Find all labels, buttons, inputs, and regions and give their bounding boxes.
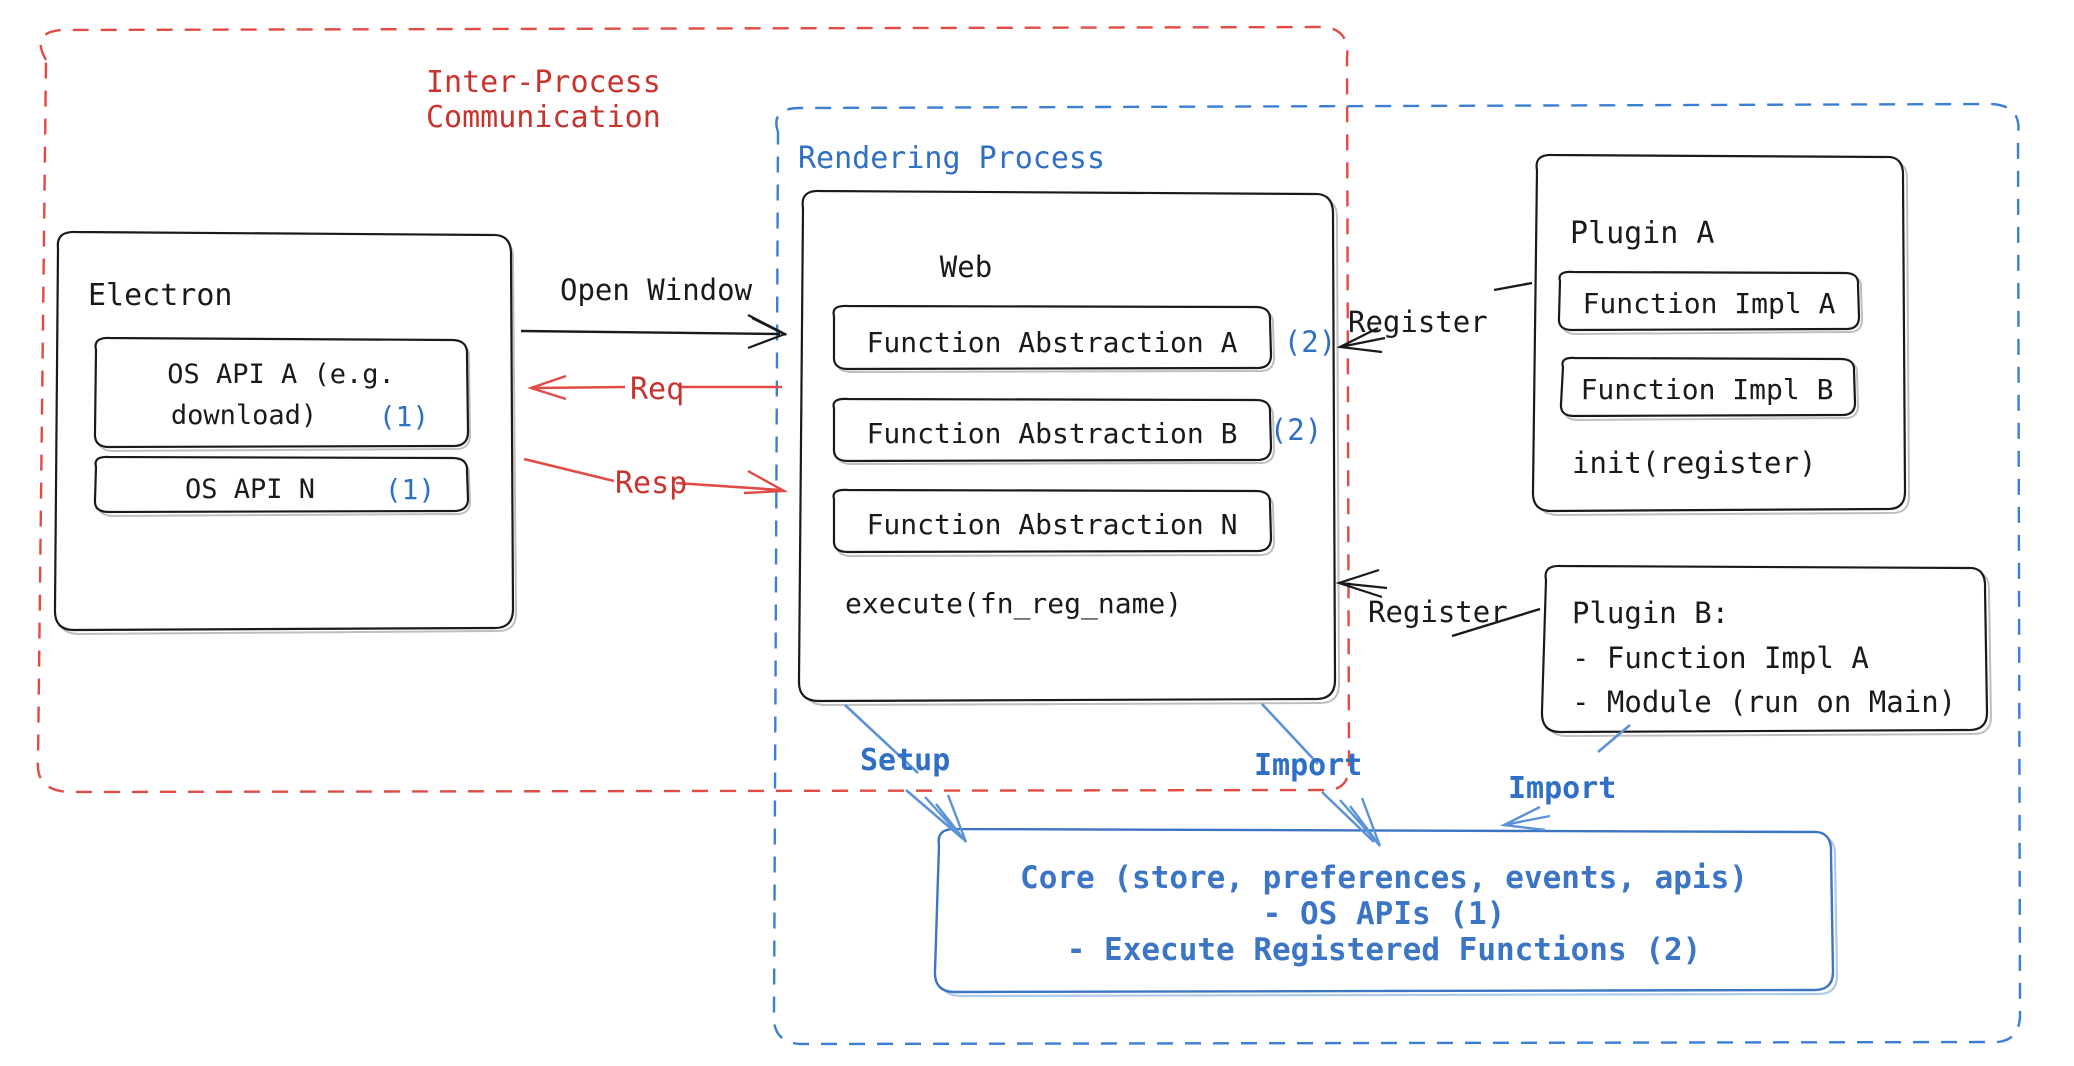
open-window-line <box>520 329 781 336</box>
fn-abs-a-outline <box>832 304 1273 371</box>
plugin-b-outline <box>1540 564 1989 734</box>
setup-arrowhead <box>924 794 968 843</box>
electron-title: Electron <box>88 278 233 313</box>
open-window-arrowhead <box>747 314 788 350</box>
os-api-n-box[interactable]: OS API N (1) <box>93 455 472 518</box>
fn-abs-a-marker: (2) <box>1284 325 1336 359</box>
core-line3: - Execute Registered Functions (2) <box>1067 932 1702 968</box>
core-line1: Core (store, preferences, events, apis) <box>1020 860 1748 896</box>
setup-line-upper <box>844 704 919 774</box>
register-a-label: Register <box>1348 305 1488 339</box>
plugin-b-title: Plugin B: <box>1572 596 1729 630</box>
register-a-arrowhead <box>1336 327 1386 354</box>
web-title: Web <box>940 250 992 284</box>
os-api-n-outline <box>93 455 470 514</box>
os-api-a-marker: (1) <box>379 400 430 433</box>
fn-abs-b-label: Function Abstraction B <box>867 417 1238 450</box>
plugin-a-init-label: init(register) <box>1572 446 1816 480</box>
open-window-label: Open Window <box>560 273 753 307</box>
fn-impl-a-outline <box>1557 270 1861 332</box>
ipc-label-line1: Inter-Process <box>426 65 661 100</box>
arrow-req: Req <box>527 372 782 407</box>
fn-abs-n-outline <box>832 488 1273 554</box>
plugin-a-title: Plugin A <box>1570 216 1715 251</box>
function-abstraction-a-box[interactable]: Function Abstraction A (2) <box>832 304 1337 374</box>
fn-impl-b-label: Function Impl B <box>1581 373 1834 406</box>
plugin-a-box[interactable]: Plugin A Function Impl A Function Impl B… <box>1531 153 1911 517</box>
req-line-left <box>534 385 626 390</box>
function-impl-a-box[interactable]: Function Impl A <box>1557 270 1864 336</box>
fn-impl-b-outline <box>1559 356 1857 418</box>
web-execute-label: execute(fn_reg_name) <box>845 587 1182 621</box>
resp-line-left <box>523 457 615 483</box>
import-web-line-upper <box>1261 703 1319 765</box>
function-impl-b-box[interactable]: Function Impl B <box>1559 356 1860 422</box>
arrow-resp: Resp <box>523 457 789 501</box>
fn-abs-b-marker: (2) <box>1270 413 1322 447</box>
import-plugin-line <box>1597 724 1631 753</box>
arrow-setup: Setup <box>844 704 968 843</box>
os-api-a-box[interactable]: OS API A (e.g. download) (1) <box>93 336 472 453</box>
core-line2: - OS APIs (1) <box>1263 896 1506 932</box>
resp-line-right <box>675 481 781 492</box>
function-abstraction-b-box[interactable]: Function Abstraction B (2) <box>832 397 1323 466</box>
import-web-label: Import <box>1254 748 1362 783</box>
fn-impl-a-label: Function Impl A <box>1583 287 1836 320</box>
ipc-label-line2: Communication <box>426 100 661 135</box>
resp-arrowhead <box>743 469 789 495</box>
rendering-process-label: Rendering Process <box>798 141 1105 176</box>
web-box[interactable]: Web Function Abstraction A (2) Function … <box>797 189 1341 707</box>
register-a-line <box>1493 281 1533 292</box>
electron-box[interactable]: Electron OS API A (e.g. download) (1) OS… <box>53 230 518 636</box>
plugin-b-item-1: - Module (run on Main) <box>1572 685 1956 719</box>
os-api-n-label: OS API N <box>185 474 315 505</box>
import-web-line-lower <box>1321 791 1375 843</box>
register-b-line <box>1451 607 1541 638</box>
os-api-a-outline <box>93 336 470 449</box>
register-b-label: Register <box>1368 595 1508 629</box>
fn-abs-a-label: Function Abstraction A <box>867 326 1238 359</box>
req-arrowhead <box>527 374 567 401</box>
arrow-import-plugin: Import <box>1499 724 1631 832</box>
fn-abs-b-outline <box>832 397 1273 463</box>
register-b-arrowhead <box>1335 568 1388 599</box>
function-abstraction-n-box[interactable]: Function Abstraction N <box>832 488 1276 558</box>
os-api-a-line1: OS API A (e.g. <box>167 359 395 390</box>
fn-abs-n-label: Function Abstraction N <box>867 508 1238 541</box>
plugin-b-box[interactable]: Plugin B: - Function Impl A - Module (ru… <box>1540 564 1993 738</box>
ipc-region-boundary <box>36 25 1351 794</box>
arrow-import-web: Import <box>1254 703 1382 847</box>
core-box[interactable]: Core (store, preferences, events, apis) … <box>933 827 1839 998</box>
setup-line-lower <box>905 789 963 839</box>
plugin-b-item-0: - Function Impl A <box>1572 641 1869 675</box>
rendering-region-boundary <box>772 102 2022 1046</box>
os-api-a-line2: download) <box>171 400 317 431</box>
setup-label: Setup <box>860 743 950 778</box>
import-web-arrowhead <box>1339 797 1382 847</box>
resp-label: Resp <box>615 466 687 501</box>
os-api-n-marker: (1) <box>385 473 436 506</box>
import-plugin-arrowhead <box>1499 805 1551 832</box>
arrow-register-plugin-b: Register <box>1335 568 1541 638</box>
arrow-open-window: Open Window <box>520 273 788 350</box>
import-plugin-label: Import <box>1508 771 1616 806</box>
core-box-outline <box>933 827 1835 994</box>
req-label: Req <box>630 372 684 407</box>
arrow-register-plugin-a: Register <box>1336 281 1533 354</box>
